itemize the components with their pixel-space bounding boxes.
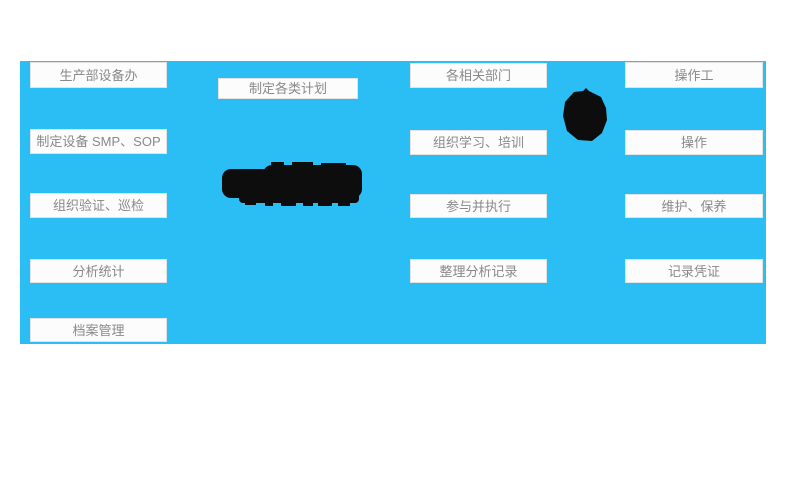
- node-related-departments: 各相关部门: [410, 63, 547, 88]
- node-operator-worker: 操作工: [625, 62, 763, 88]
- node-participate-and-execute: 参与并执行: [410, 194, 547, 218]
- node-organize-verification-inspection: 组织验证、巡检: [30, 193, 167, 218]
- node-analysis-statistics: 分析统计: [30, 259, 167, 283]
- node-draft-various-plans: 制定各类计划: [218, 78, 358, 99]
- node-record-voucher: 记录凭证: [625, 259, 763, 283]
- node-operate: 操作: [625, 130, 763, 155]
- node-organize-learning-training: 组织学习、培训: [410, 130, 547, 155]
- black-octagon-blob-icon: [560, 85, 610, 144]
- illegible-black-text-blob-icon: [221, 162, 363, 208]
- node-organize-analysis-records: 整理分析记录: [410, 259, 547, 283]
- node-maintenance-upkeep: 维护、保养: [625, 194, 763, 218]
- node-draft-smp-sop: 制定设备 SMP、SOP: [30, 129, 167, 154]
- node-archive-management: 档案管理: [30, 318, 167, 342]
- node-production-equipment-office: 生产部设备办: [30, 62, 167, 88]
